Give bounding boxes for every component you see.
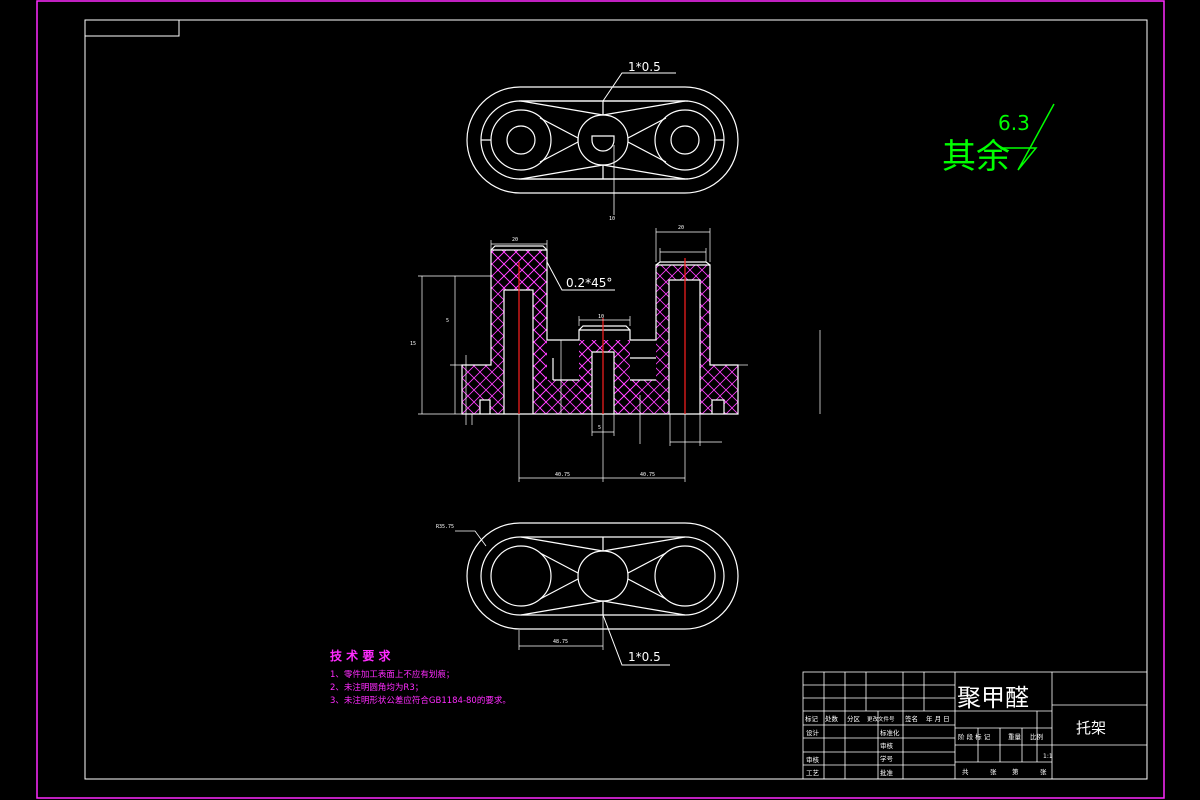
section-chamfer-label: 0.2*45° (566, 276, 612, 290)
bottom-leader-label: R35.75 (436, 524, 454, 530)
roughness-prefix: 其余 (942, 137, 1010, 177)
dim-label-6: 15 (410, 341, 416, 347)
tech-req-item-1: 1、零件加工表面上不应有划痕； (330, 669, 454, 680)
bottom-chamfer-label: 1*0.5 (628, 650, 661, 664)
dim-label-3: 10 (598, 314, 604, 320)
row-standard: 标准化 (880, 728, 900, 737)
outer-frame (36, 0, 1165, 799)
file-id-box (84, 19, 180, 37)
tech-req-item-2: 2、未注明圆角均为R3； (330, 682, 423, 693)
top-right-hole (670, 125, 700, 155)
title-block-text: 聚甲醛 托架 1:1 标记 处数 分区 更改文件号 签名 年 月 日 设计 审核… (805, 684, 1106, 777)
tech-req-item-3: 3、未注明形状公差应符合GB1184-80的要求。 (330, 695, 511, 706)
hdr-sign: 签名 (905, 714, 918, 723)
bottom-center-hole (577, 550, 629, 602)
top-chamfer-label: 1*0.5 (628, 60, 661, 74)
hdr-date: 年 月 日 (926, 714, 950, 723)
bottom-spacing-label: 48.75 (553, 639, 568, 645)
top-outer-outline (466, 86, 739, 194)
dim-label-8: 5 (598, 425, 601, 431)
top-view (466, 86, 739, 194)
scale-value: 1:1 (1043, 753, 1053, 760)
sheet-no: 第 (1012, 767, 1019, 776)
part-name-label: 托架 (1076, 719, 1106, 737)
hdr-mark: 标记 (805, 714, 819, 723)
top-chamfer-callout: 1*0.5 10 (602, 60, 676, 222)
top-dim-label: 10 (609, 216, 615, 222)
sheet-unit-2: 张 (1040, 767, 1047, 776)
dim-label-4: 40.75 (555, 472, 570, 478)
roughness-value: 6.3 (998, 111, 1030, 135)
bottom-view (466, 522, 739, 650)
inner-frame (84, 19, 1148, 780)
top-left-hole (506, 125, 536, 155)
dim-label-2: 20 (678, 225, 684, 231)
tech-req-title: 技 术 要 求 (330, 648, 392, 663)
row-audit: 审核 (880, 741, 894, 750)
hdr-change-doc: 更改文件号 (867, 715, 895, 723)
row-process: 工艺 (806, 769, 820, 777)
bottom-right-hole (654, 545, 716, 607)
top-center-keyhole (591, 135, 615, 152)
dim-label-1: 20 (512, 237, 518, 243)
hdr-count: 处数 (825, 714, 839, 723)
sheet-total: 共 (962, 767, 969, 776)
sheet-unit-1: 张 (990, 767, 997, 776)
row-student-id: 学号 (880, 754, 894, 763)
top-center-boss (577, 114, 629, 166)
surface-roughness-symbol: 其余 6.3 (942, 103, 1055, 177)
dim-label-5: 40.75 (640, 472, 655, 478)
technical-requirements: 技 术 要 求 1、零件加工表面上不应有划痕； 2、未注明圆角均为R3； 3、未… (330, 648, 511, 706)
row-review: 审核 (806, 755, 820, 764)
title-block (802, 671, 1148, 780)
bottom-outer-outline (466, 522, 739, 630)
dim-label-7: 5 (446, 318, 449, 324)
bottom-left-hole (490, 545, 552, 607)
bottom-callouts: R35.75 48.75 1*0.5 (436, 524, 670, 666)
section-view: 0.2*45° 20 20 10 40.75 40.75 15 5 5 (410, 225, 821, 482)
row-approve: 批准 (880, 768, 894, 777)
hdr-zone: 分区 (847, 714, 861, 723)
material-label: 聚甲醛 (957, 684, 1029, 712)
row-design: 设计 (806, 728, 820, 737)
stage-mark: 阶 段 标 记 (958, 732, 991, 741)
stage-weight: 重量 (1008, 733, 1022, 741)
stage-scale: 比例 (1030, 732, 1043, 741)
